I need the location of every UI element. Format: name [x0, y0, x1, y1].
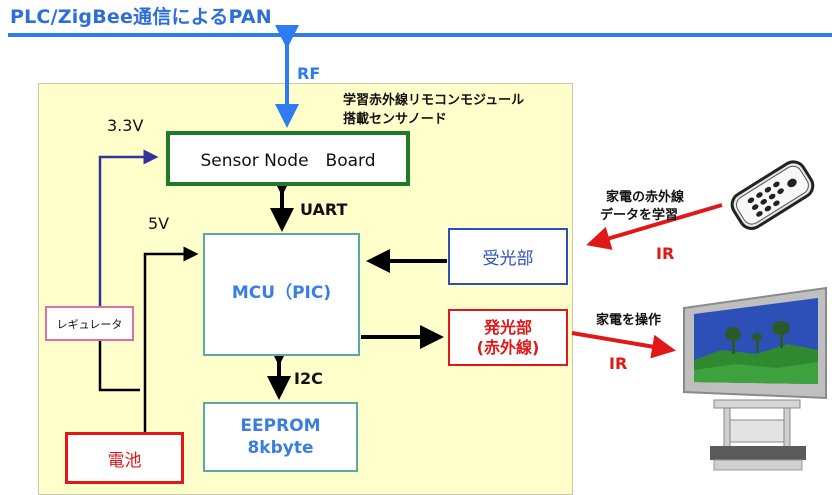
television-icon [683, 286, 827, 471]
mcu-block: MCU（PIC) [203, 233, 360, 356]
eeprom-line2: 8kbyte [247, 438, 314, 458]
ir-input-label: IR [656, 244, 675, 263]
sensor-node-board: Sensor Node Board [166, 131, 410, 186]
uart-label: UART [300, 200, 348, 219]
remote-control-icon [730, 160, 815, 230]
emitter-line2: (赤外線) [476, 337, 540, 357]
learn-label-line2: データを学習 [600, 208, 679, 223]
learn-label-line1: 家電の赤外線 [606, 190, 685, 205]
i2c-label: I2C [294, 369, 323, 388]
rf-label: RF [297, 64, 321, 83]
pan-bus-line [8, 33, 832, 37]
module-title-line2: 搭載センサノード [343, 112, 447, 127]
ir-output-label: IR [609, 354, 628, 373]
eeprom-block: EEPROM 8kbyte [203, 402, 358, 472]
battery-block: 電池 [65, 432, 184, 484]
operate-label: 家電を操作 [596, 313, 662, 328]
eeprom-line1: EEPROM [240, 416, 321, 436]
voltage-5-label: 5V [148, 214, 170, 233]
ir-input-arrow [586, 203, 723, 250]
emitter-line1: 発光部 [483, 317, 532, 337]
regulator-block: レギュレータ [45, 306, 134, 341]
emitter-block: 発光部 (赤外線) [448, 309, 568, 366]
v33-power-line [98, 149, 159, 306]
ir-output-arrow [571, 331, 676, 359]
module-title-line1: 学習赤外線リモコンモジュール [343, 93, 525, 108]
v5-power-line [143, 246, 199, 432]
receiver-block: 受光部 [448, 228, 568, 285]
page-title: PLC/ZigBee通信によるPAN [10, 6, 272, 28]
regulator-ground-line [98, 340, 140, 392]
voltage-33-label: 3.3V [107, 116, 144, 135]
